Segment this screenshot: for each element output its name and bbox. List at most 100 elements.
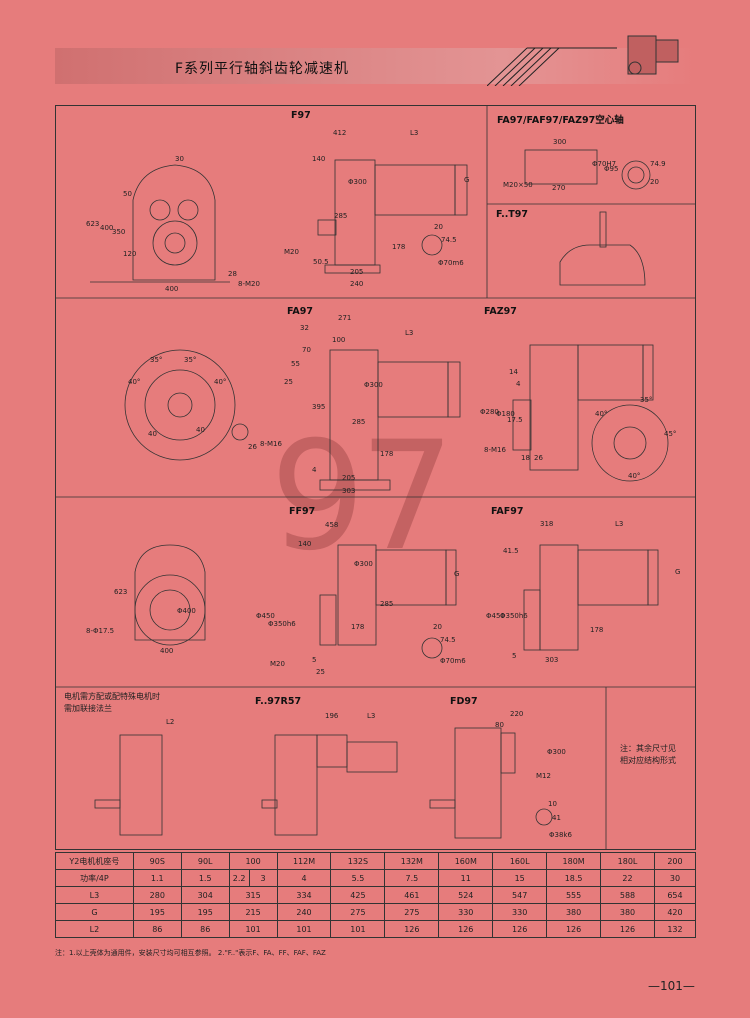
dim: 178 [380,450,394,458]
dim: 74.9 [650,160,666,168]
dim: Φ400 [177,607,196,615]
table-cell: 132S [330,852,386,870]
label-ff97: FF97 [289,506,316,517]
dim: 17.5 [507,416,523,424]
dim: Φ300 [354,560,373,568]
dim: 623 [86,220,100,228]
table-cell: 126 [492,920,548,938]
table-cell: G [55,903,134,921]
dim: Φ350h6 [500,612,528,620]
dim: 140 [312,155,326,163]
table-cell: 380 [546,903,602,921]
dim: 32 [300,324,309,332]
dim: Φ300 [364,381,383,389]
dim: 35° [640,396,653,404]
dim: 55 [291,360,300,368]
dim: 45° [664,430,677,438]
dim: 395 [312,403,326,411]
dim: Φ70m6 [438,259,464,267]
page-number: —101— [648,979,695,993]
table-cell: 功率/4P [55,869,134,887]
dim: 240 [350,280,364,288]
header-stripes [487,47,617,86]
dim: 30 [175,155,184,163]
dim: 26 [534,454,543,462]
dim: 400 [165,285,179,293]
dim: 458 [325,521,339,529]
dim: 50 [123,190,132,198]
table-cell: 215 [228,903,278,921]
dim: 20 [650,178,659,186]
dim: 80 [495,721,504,729]
table-cell: 420 [653,903,697,921]
table-cell: 275 [384,903,440,921]
table-cell: 126 [600,920,655,938]
dim: M20 [284,248,299,256]
table-cell: 334 [276,886,332,904]
spec-table: Y2电机机座号 90S 90L 100 112M 132S 132M 160M … [55,852,697,938]
dim: 400 [160,647,174,655]
dim: 178 [392,243,406,251]
dim: 40 [196,426,205,434]
dim: 300 [553,138,567,146]
table-cell: 1.1 [132,869,182,887]
table-cell: 280 [132,886,182,904]
table-cell: 195 [180,903,230,921]
table-cell: 2.2 [228,869,250,887]
dim: M20×50 [503,181,533,189]
table-cell: 588 [600,886,655,904]
dim: 350 [112,228,126,236]
dim: 271 [338,314,352,322]
dim: 285 [334,212,348,220]
dim: 270 [552,184,566,192]
page-title: F系列平行轴斜齿轮减速机 [175,61,350,77]
table-cell: 100 [228,852,278,870]
dim: 205 [350,268,364,276]
table-cell: 101 [330,920,386,938]
table-cell: 461 [384,886,440,904]
dim: Φ350h6 [268,620,296,628]
dim: 178 [351,623,365,631]
dim: 285 [352,418,366,426]
label-fa97: FA97 [287,306,313,317]
table-cell: 315 [228,886,278,904]
dim: 140 [298,540,312,548]
dim: L3 [405,329,414,337]
dim: 14 [509,368,518,376]
dim: 205 [342,474,356,482]
dim: 285 [380,600,394,608]
dim: 35° [150,356,163,364]
dim: 8-Φ17.5 [86,627,115,635]
table-row: L2 86 86 101 101 101 126 126 126 126 126… [55,920,697,938]
dim: 412 [333,129,347,137]
table-cell: 18.5 [546,869,602,887]
dim: 41.5 [503,547,519,555]
table-cell: 330 [492,903,548,921]
table-cell: 425 [330,886,386,904]
label-fa97-hollow: FA97/FAF97/FAZ97空心轴 [497,115,624,126]
table-cell: 380 [600,903,655,921]
table-cell: 112M [276,852,332,870]
dim: 10 [548,800,557,808]
table-cell: 90L [180,852,230,870]
table-cell: 132M [384,852,440,870]
dim: 40° [214,378,227,386]
dim: G [675,568,681,576]
table-cell: 180M [546,852,602,870]
table-cell: L2 [55,920,134,938]
dim: 220 [510,710,524,718]
dim: Φ300 [547,748,566,756]
dim: 303 [545,656,559,664]
dim: 4 [312,466,317,474]
label-faz97: FAZ97 [484,306,517,317]
dim: 100 [332,336,346,344]
table-cell: 11 [438,869,494,887]
table-cell: L3 [55,886,134,904]
table-cell: 7.5 [384,869,440,887]
table-cell: 126 [438,920,494,938]
table-cell: 240 [276,903,332,921]
dim: L3 [410,129,419,137]
dim: Φ38k6 [549,831,572,839]
dim: 74.5 [441,236,457,244]
